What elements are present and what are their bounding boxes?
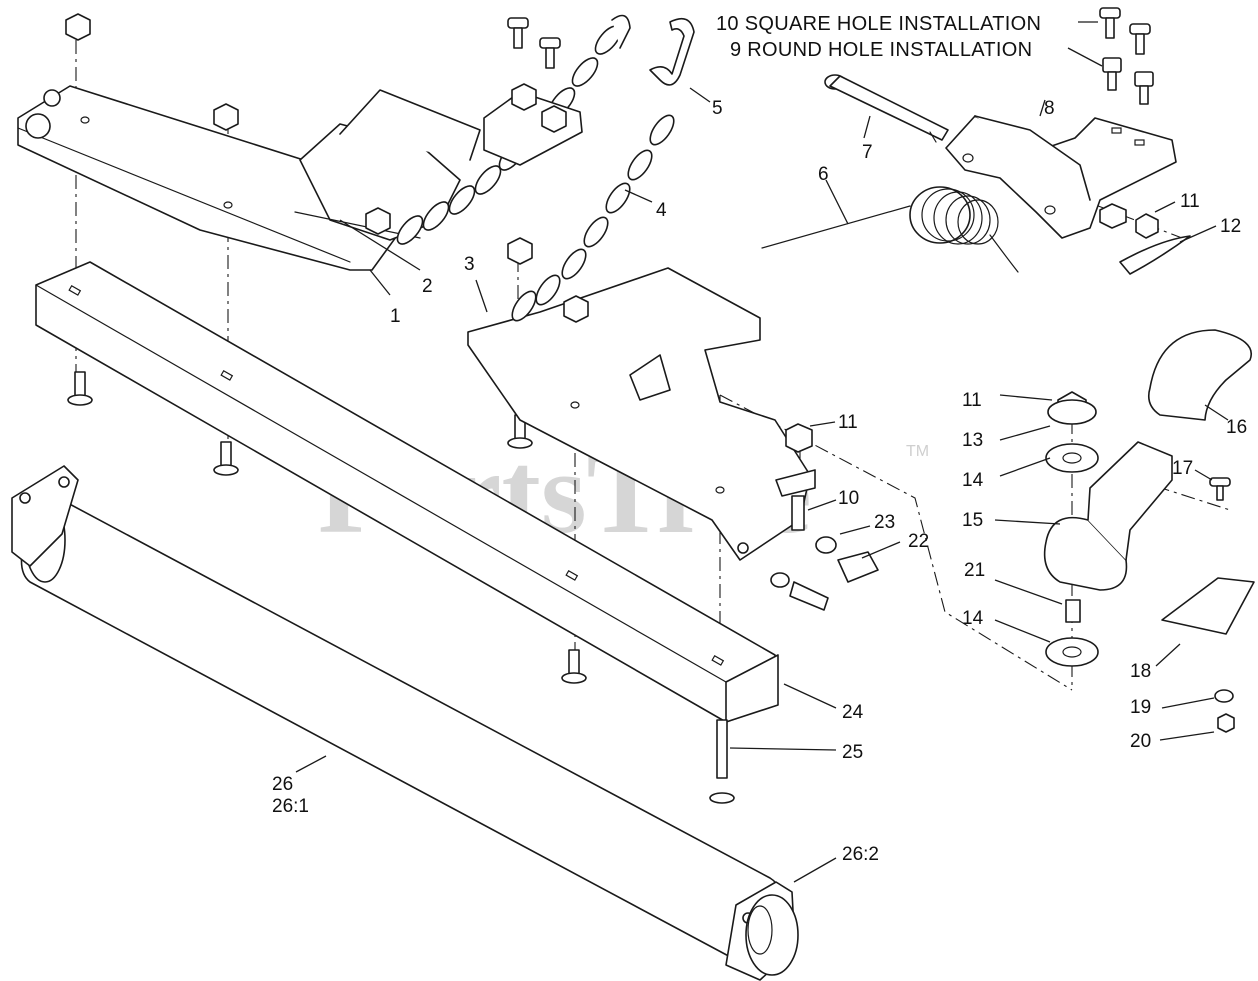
note-square-hole: 10 SQUARE HOLE INSTALLATION [716,13,1041,35]
bracket-part-3 [467,267,811,561]
hitch-assembly [1043,391,1255,733]
bracket-part-8 [945,115,1177,239]
callout-10: 10 [838,488,859,509]
callout-23: 23 [874,512,895,533]
callout-14-lower: 14 [962,608,984,629]
callout-11-right: 11 [962,390,982,411]
callout-3: 3 [464,254,475,275]
latch-part-2 [294,89,481,241]
callout-22: 22 [908,531,929,552]
frame-channel [35,261,779,723]
callout-labels: 1 2 3 4 5 6 7 8 11 12 11 11 16 13 14 17 … [272,98,1247,865]
callout-24: 24 [842,702,864,723]
chain-part-4 [511,114,675,322]
install-bolts [1099,7,1154,105]
callout-15: 15 [962,510,983,531]
callout-11-mid: 11 [838,412,858,433]
spring-part-6 [761,186,1019,273]
callout-13: 13 [962,430,983,451]
pin-part-7 [824,74,949,143]
callout-4: 4 [656,200,667,221]
callout-7: 7 [862,142,873,163]
callout-17: 17 [1172,458,1193,479]
callout-18: 18 [1130,661,1151,682]
note-round-hole: 9 ROUND HOLE INSTALLATION [730,39,1032,61]
callout-8: 8 [1044,98,1055,119]
callout-25: 25 [842,742,863,763]
callout-5: 5 [712,98,723,119]
watermark-trademark: TM [906,443,929,460]
flange-nuts [65,13,1191,323]
plate-part-1 [17,85,421,271]
callout-12: 12 [1220,216,1241,237]
callout-1: 1 [390,306,401,327]
leader-lines [295,21,1229,883]
callout-26-2: 26:2 [842,844,879,865]
callout-14-upper: 14 [962,470,984,491]
callout-2: 2 [422,276,433,297]
callout-20: 20 [1130,731,1151,752]
grip-part-16 [1147,329,1253,421]
callout-6: 6 [818,164,829,185]
carriage-bolts [67,371,735,804]
callout-26: 26 [272,774,293,795]
callout-16: 16 [1226,417,1247,438]
callout-19: 19 [1130,697,1151,718]
callout-26-1: 26:1 [272,796,309,817]
callout-21: 21 [964,560,985,581]
callout-11-top: 11 [1180,191,1200,212]
roller-tube [11,465,799,981]
s-hook-part-5 [649,17,695,86]
mid-hardware [770,423,879,611]
